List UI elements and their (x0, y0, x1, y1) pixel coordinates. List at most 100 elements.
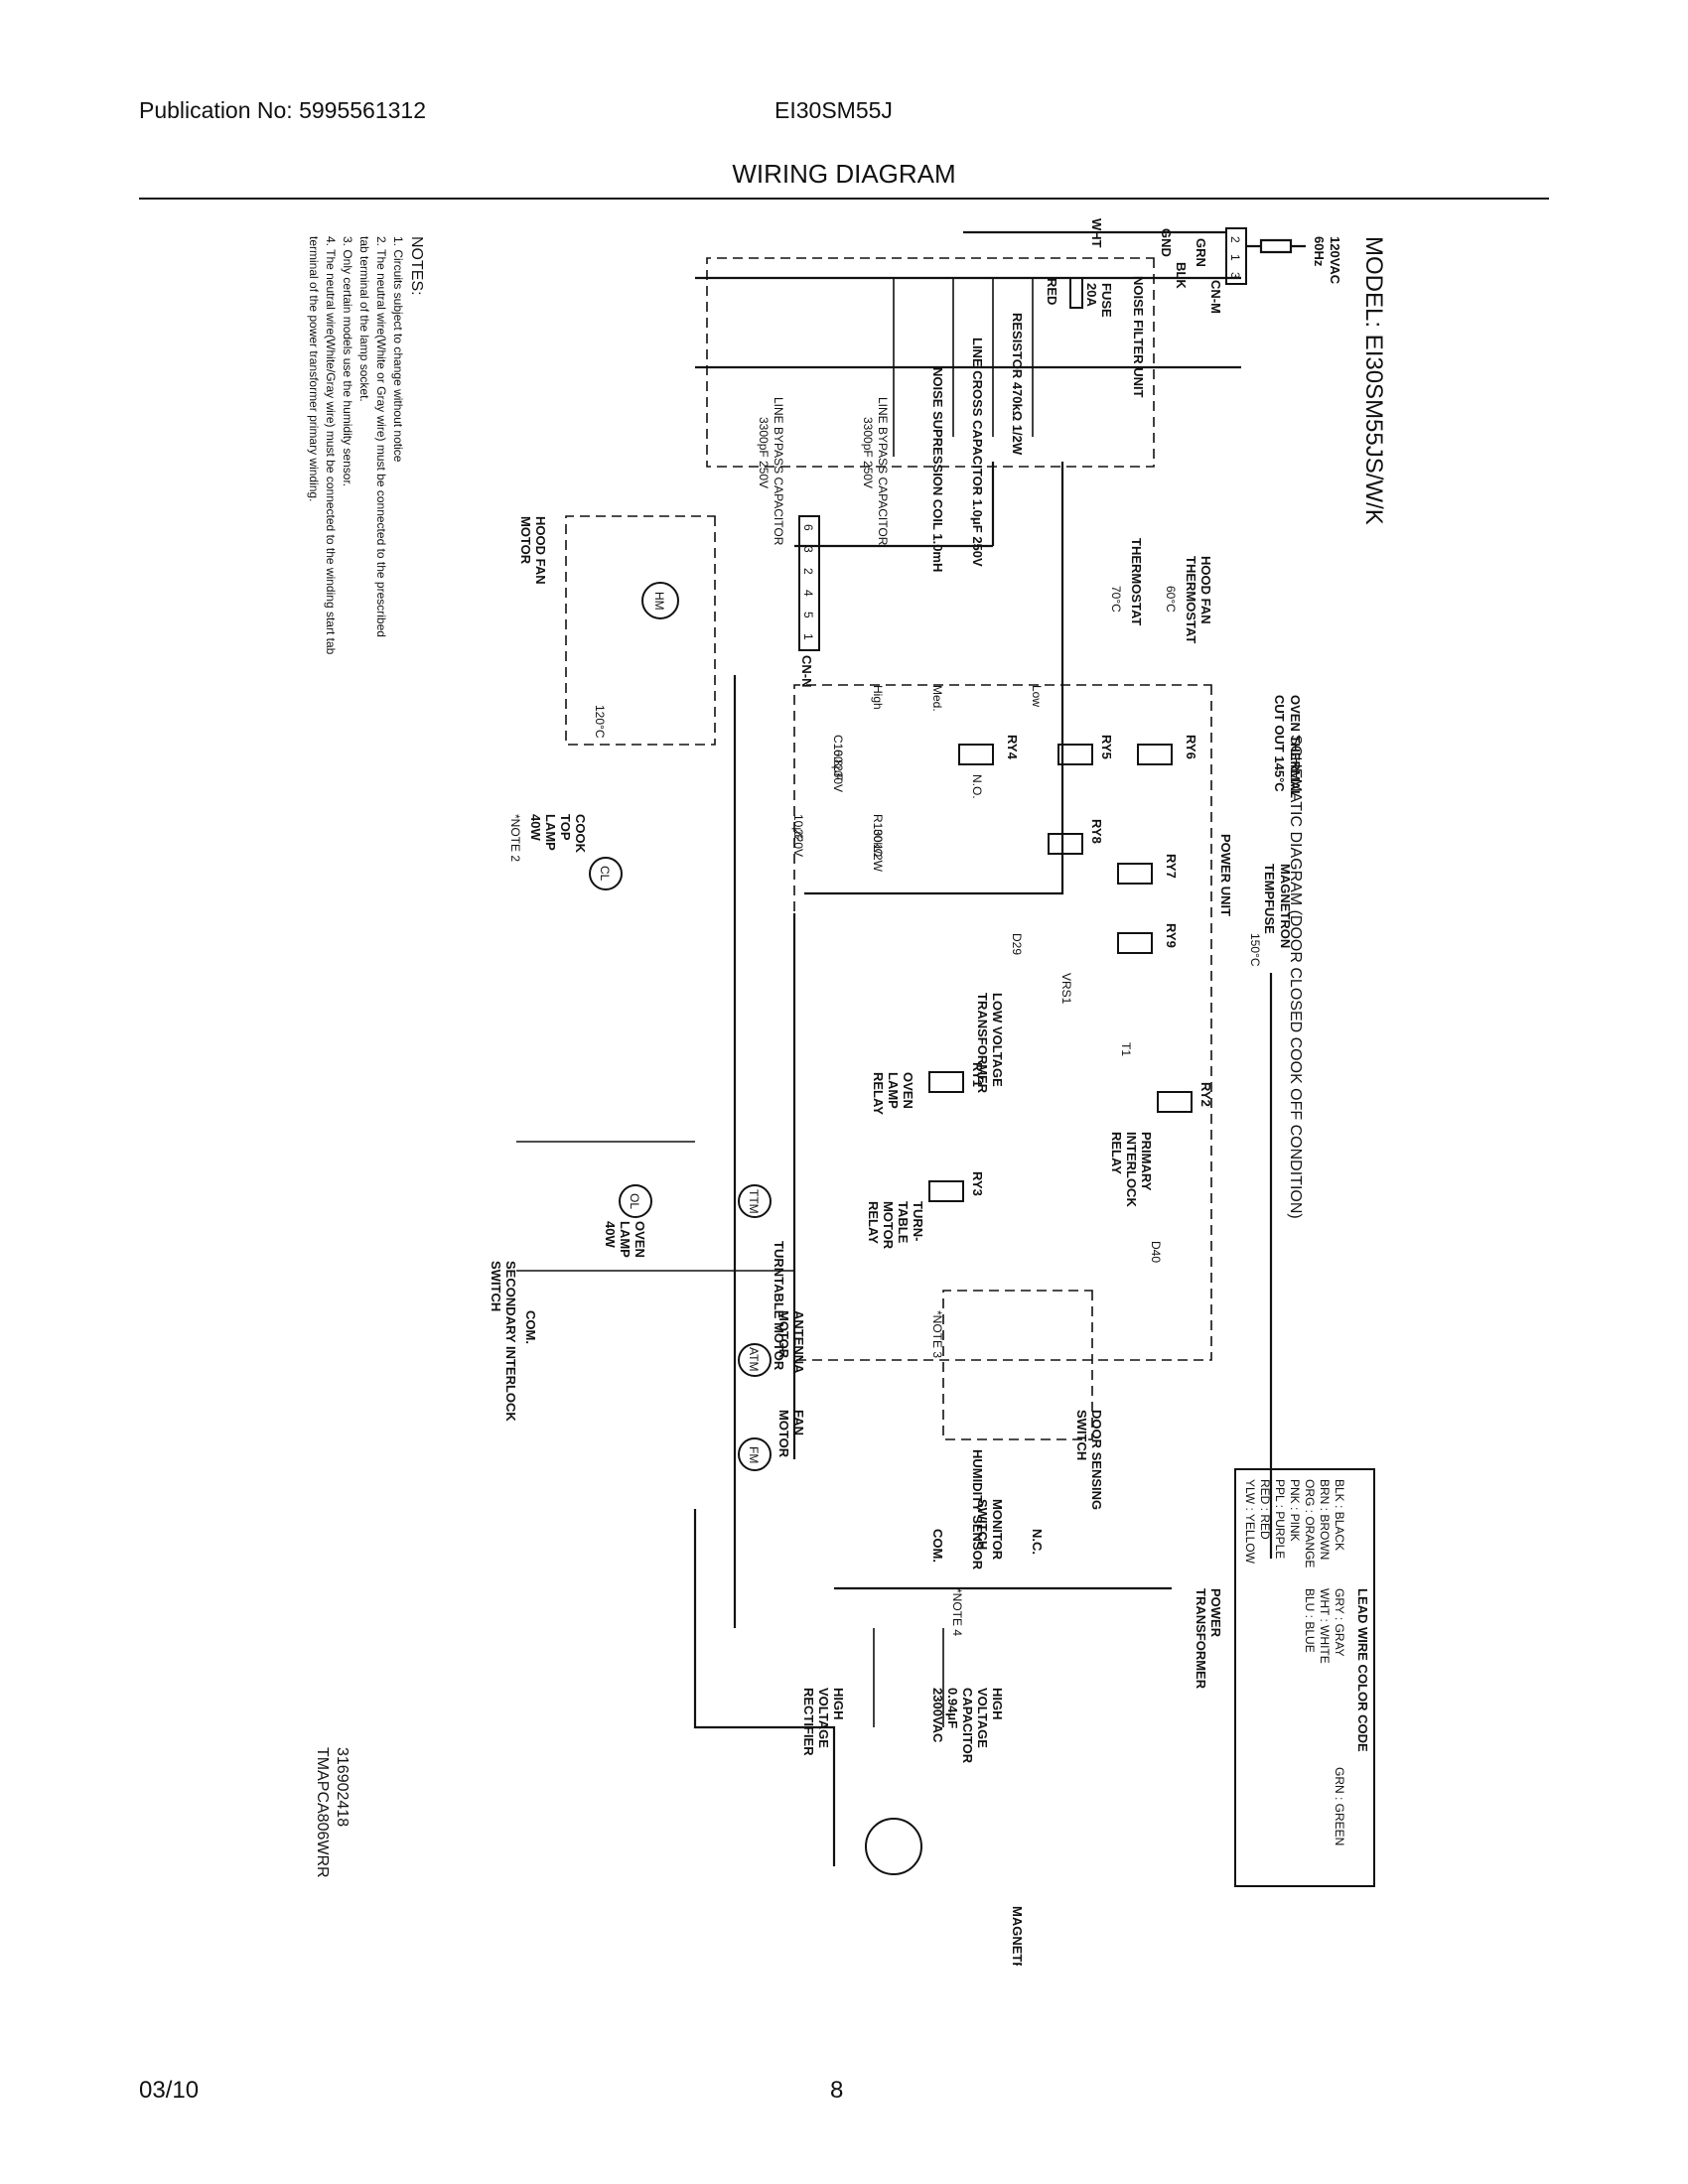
secondary-interlock-label: SECONDARY INTERLOCK (503, 1261, 518, 1422)
publication-number: Publication No: 5995561312 (139, 97, 427, 123)
no-label: N.O. (970, 774, 984, 799)
bypass-cap-1: LINE BYPASS CAPACITOR (876, 397, 890, 546)
color-code-title: LEAD WIRE COLOR CODE (1355, 1588, 1370, 1752)
wire-label: GRN (1194, 238, 1208, 267)
hood-fan-temp: 60°C (1164, 586, 1178, 613)
oven-lamp-label-2: LAMP (618, 1221, 633, 1258)
tempfuse-temp: 150°C (1248, 933, 1262, 967)
schematic-title: SCHEMATIC DIAGRAM (DOOR CLOSED COOK OFF … (1287, 735, 1304, 1219)
cooktop-note2: *NOTE 2 (508, 814, 522, 862)
power-unit-label: POWER UNIT (1218, 834, 1233, 916)
primary-interlock-relay-2: INTERLOCK (1124, 1132, 1139, 1207)
bypass-cap-2: LINE BYPASS CAPACITOR (772, 397, 785, 546)
pin-label: 2 (801, 568, 815, 575)
door-sensing-switch: DOOR SENSING (1089, 1410, 1104, 1510)
resistor-label: RESISTOR 470kΩ 1/2W (1010, 313, 1025, 456)
thermostat-temp: 70°C (1109, 586, 1123, 613)
relay-label: RY7 (1164, 854, 1179, 879)
color-code-entry: PNK : PINK (1288, 1479, 1302, 1542)
color-code-entry: GRY : GRAY (1333, 1588, 1346, 1657)
wiring-diagram: MODEL: EI30SM55JS/W/K SCHEMATIC DIAGRAM … (307, 218, 1387, 1966)
page-number: 8 (830, 2077, 844, 2104)
c100-label: C100 (831, 735, 845, 763)
ttm-label: TTM (747, 1189, 761, 1214)
monitor-com: COM. (930, 1529, 945, 1563)
hood-fan-motor-label-2: MOTOR (518, 516, 533, 565)
color-code-entry: WHT : WHITE (1318, 1588, 1332, 1664)
color-code-entry: PPL : PURPLE (1273, 1479, 1287, 1559)
r100-label: R100 (871, 814, 885, 843)
color-code-entry: YLW : YELLOW (1243, 1479, 1257, 1565)
relay-group: RY4 RY5 RY6 RY7 RY8 RY9 (958, 735, 1198, 954)
speed-high: High (871, 685, 885, 710)
model-title: MODEL: EI30SM55JS/W/K (1360, 236, 1387, 525)
model-number: EI30SM55J (774, 97, 893, 123)
oven-thermal-cutout: OVEN THERMAL (1288, 695, 1303, 798)
part-number-2: TMAPCA806WRR (314, 1747, 331, 1878)
hv-rectifier-2: VOLTAGE (816, 1688, 831, 1748)
wiring-lines (516, 276, 1273, 1866)
noise-filter-unit (706, 257, 1155, 468)
part-number: 316902418 (334, 1747, 351, 1827)
oven-lamp-label: OVEN (633, 1221, 647, 1258)
note3-label: *NOTE 3 (930, 1310, 944, 1358)
hv-capacitor: HIGH (990, 1688, 1005, 1720)
blk-red-label: RED (1045, 278, 1059, 305)
pin-label: 3 (1228, 272, 1242, 279)
door-sensing-switch-2: SWITCH (1074, 1410, 1089, 1460)
hood-fan-motor-box (565, 515, 716, 746)
cooktop-lamp-label-2: TOP (558, 814, 573, 841)
c100-value: 6.8μF (831, 750, 845, 780)
low-voltage-transformer-2: TRANSFORMER (975, 993, 990, 1094)
color-code-entry: GRN : GREEN (1333, 1767, 1346, 1845)
notes-heading: NOTES: (408, 236, 425, 296)
oven-lamp-relay: OVEN (901, 1072, 915, 1109)
hv-capacitor-voltage: 2300VAC (930, 1688, 945, 1743)
turntable-motor-relay: TURN- (911, 1201, 925, 1241)
pin-label: 2 (1228, 236, 1242, 243)
hv-rectifier-3: RECTIFIER (801, 1688, 816, 1756)
humidity-sensor-label: HUMIDITY SENSOR (970, 1449, 985, 1570)
t1-label: T1 (1119, 1042, 1133, 1056)
note-2b: tab terminal of the lamp socket. (357, 236, 371, 402)
monitor-switch-2: SWITCH (975, 1499, 990, 1550)
pin-label: 4 (801, 590, 815, 597)
turntable-motor-relay-3: MOTOR (881, 1201, 896, 1250)
connector-label: CN-M (1208, 280, 1223, 314)
pin-label: 1 (801, 633, 815, 640)
cl-label: CL (598, 866, 612, 882)
cooktop-lamp-icon (589, 857, 623, 890)
fuse-icon (1069, 277, 1083, 309)
notes-block: NOTES: 1. Circuits subject to change wit… (307, 236, 425, 655)
color-code-entry: BLK : BLACK (1333, 1479, 1346, 1551)
primary-interlock-relay: PRIMARY (1139, 1132, 1154, 1191)
wire-label: BLK (1174, 262, 1189, 289)
hv-capacitor-2: VOLTAGE (975, 1688, 990, 1748)
monitor-nc: N.C. (1030, 1529, 1045, 1555)
humidity-sensor-box (942, 1290, 1093, 1440)
hv-capacitor-3: CAPACITOR (960, 1688, 975, 1764)
pin-label: 1 (1228, 254, 1242, 261)
hfm-label: HM (652, 592, 666, 611)
vrs1-label: VRS1 (1059, 973, 1073, 1005)
speed-med: Med. (930, 685, 944, 712)
hood-fan-thermostat-label-2: THERMOSTAT (1184, 556, 1198, 643)
header-rule (139, 198, 1549, 200)
power-plug-icon (1241, 238, 1306, 254)
fuse-rating: 20A (1084, 283, 1099, 307)
relay-label: RY4 (1005, 735, 1020, 760)
pin-label: 3 (801, 546, 815, 553)
relay-label: RY8 (1089, 819, 1104, 844)
atm-label: ATM (747, 1347, 761, 1371)
color-code-box (1234, 1468, 1375, 1887)
oven-thermal-cutout-2: CUT OUT 145°C (1272, 695, 1287, 792)
connector-n-label: CN-N (799, 655, 814, 688)
relay-label: RY5 (1099, 735, 1114, 759)
ol-label: OL (628, 1193, 641, 1209)
line-cross-cap-label: LINE CROSS CAPACITOR 1.0μF 250V (970, 338, 985, 567)
monitor-switch: MONITOR (990, 1499, 1005, 1561)
oven-lamp-relay-3: RELAY (871, 1072, 886, 1115)
note-2: 2. The neutral wire(White or Gray wire) … (374, 236, 388, 637)
color-code-entry: ORG : ORANGE (1303, 1479, 1317, 1568)
cap-10uf-value: 10μF (791, 814, 805, 842)
